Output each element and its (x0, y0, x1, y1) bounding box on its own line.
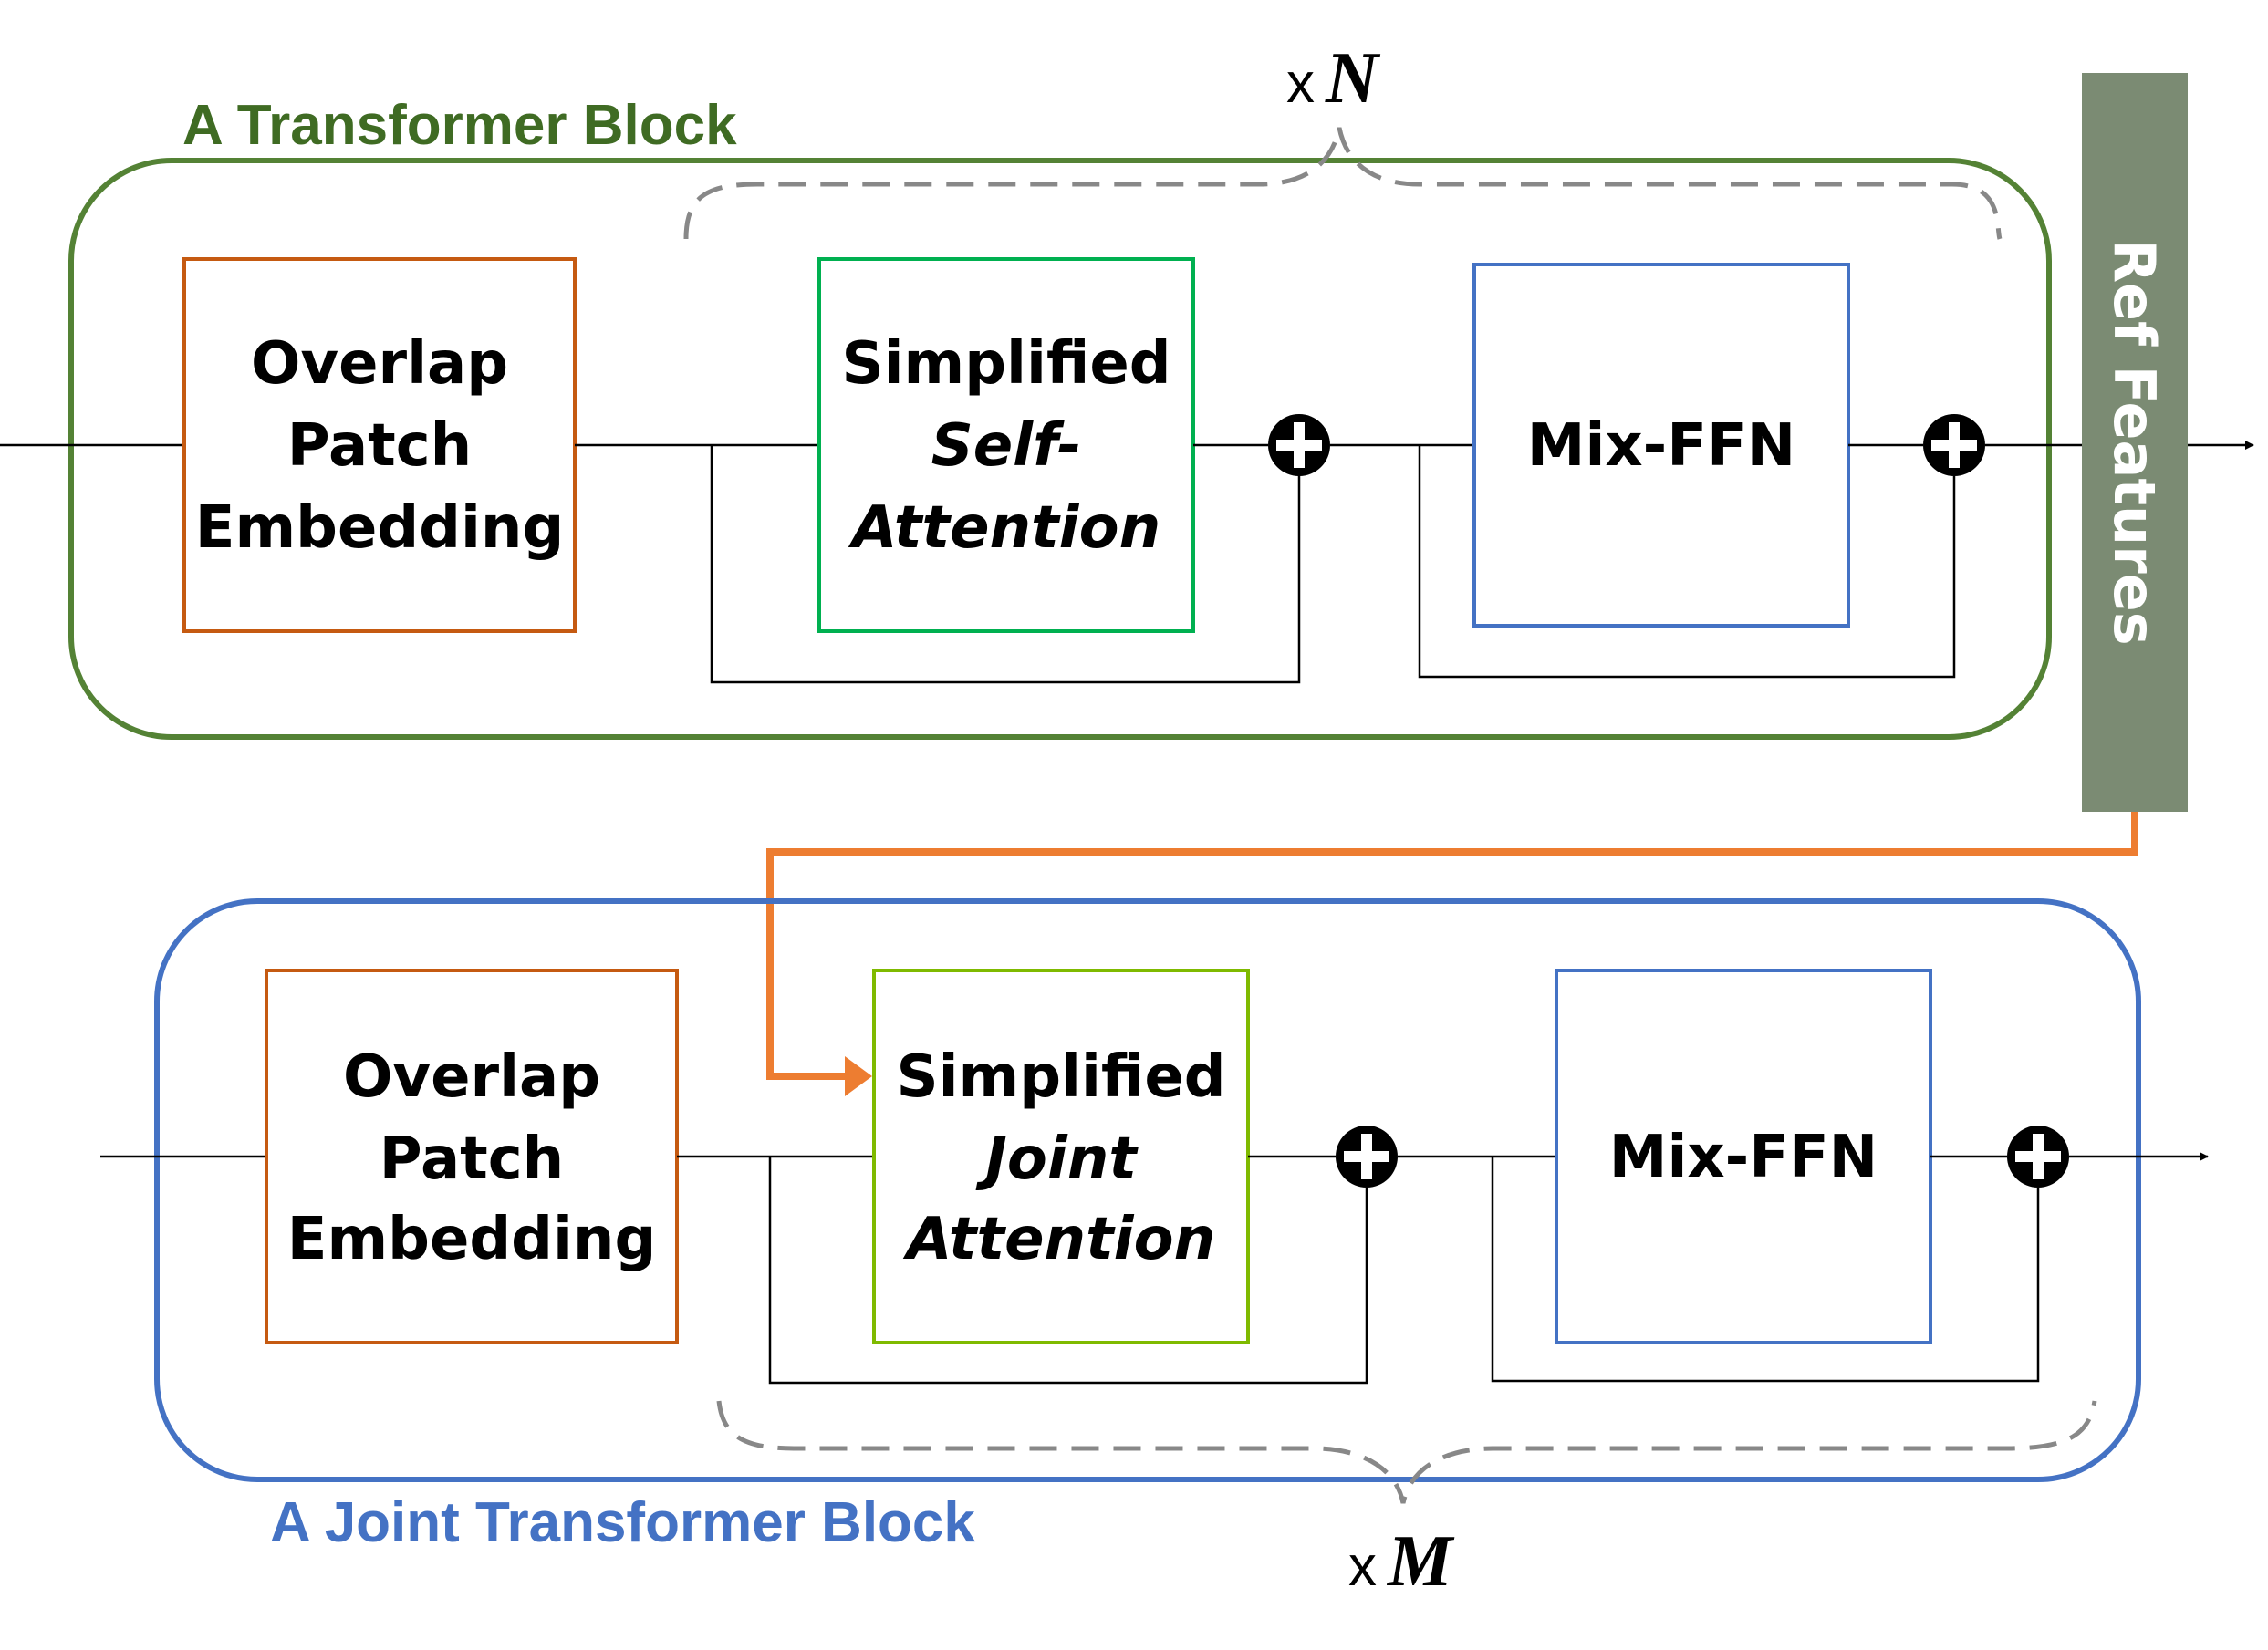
ref-features-arrowhead (845, 1056, 872, 1096)
top-patch-embedding-box (182, 257, 577, 633)
self-attn-line-2: Self- (931, 412, 1082, 480)
bottom-mix-ffn-box (1555, 969, 1932, 1344)
bottom-attn-residual (768, 1157, 1368, 1385)
transformer-block-frame (68, 158, 2052, 740)
ref-features-bar (2082, 73, 2188, 812)
top-patch-line-2: Patch (287, 412, 472, 480)
bottom-patch-line-1: Overlap (343, 1043, 600, 1111)
top-patch-line-3: Embedding (195, 494, 565, 562)
bottom-ffn-residual (1491, 1157, 2040, 1383)
joint-attention-box (872, 969, 1250, 1344)
repeat-m-brace (716, 1400, 2097, 1504)
ref-features-feed-arrow (766, 812, 2138, 1080)
bottom-patch-line-3: Embedding (287, 1206, 657, 1273)
repeat-n-brace (683, 127, 2003, 240)
joint-attn-line-1: Simplified (896, 1043, 1225, 1111)
joint-attn-line-2: Joint (975, 1126, 1139, 1193)
bottom-mix-ffn-label: Mix-FFN (1609, 1124, 1878, 1191)
self-attention-box (817, 257, 1195, 633)
top-ffn-residual (1418, 445, 1956, 679)
bottom-add-icon-2 (2007, 1126, 2069, 1188)
joint-attn-line-3: Attention (902, 1206, 1215, 1273)
transformer-block-title: A Transformer Block (182, 94, 737, 157)
top-add-icon-1 (1268, 414, 1330, 476)
joint-transformer-block-title: A Joint Transformer Block (270, 1491, 975, 1554)
bottom-add-icon-1 (1336, 1126, 1398, 1188)
top-mix-ffn-label: Mix-FFN (1527, 412, 1795, 480)
bottom-patch-line-2: Patch (380, 1126, 564, 1193)
top-add-icon-2 (1923, 414, 1985, 476)
top-attn-residual (710, 445, 1301, 684)
top-patch-line-1: Overlap (251, 330, 508, 398)
joint-transformer-block-frame (154, 898, 2141, 1482)
ref-features-label: Ref Features (2101, 239, 2168, 645)
self-attn-line-1: Simplified (841, 330, 1170, 398)
self-attn-line-3: Attention (848, 494, 1160, 562)
